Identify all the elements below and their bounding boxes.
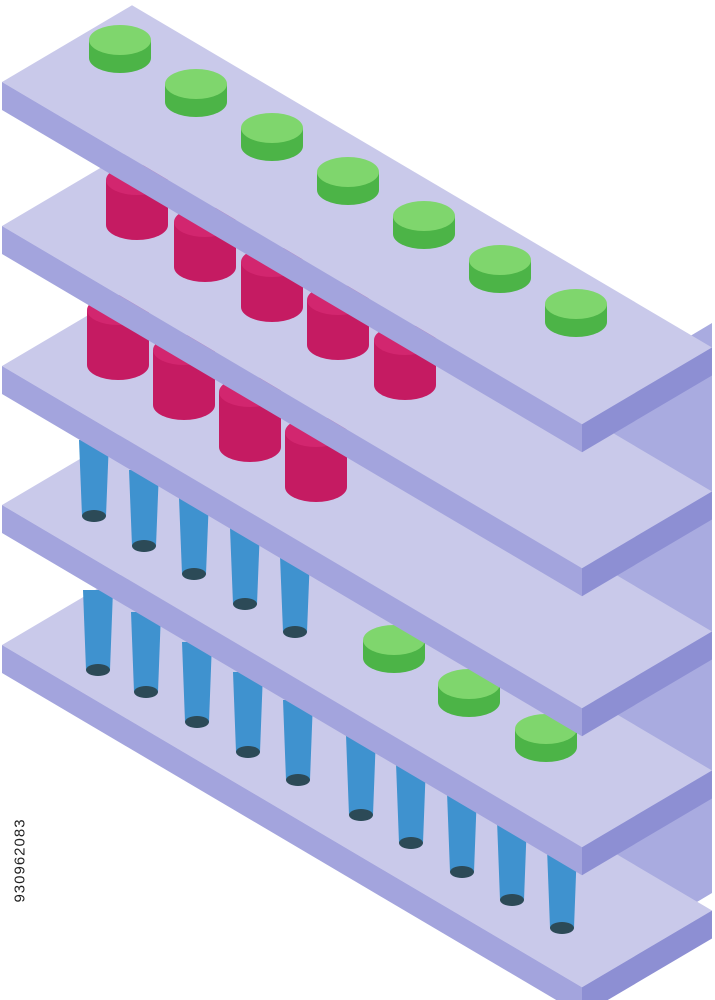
blue-tube-tip [233,598,257,610]
blue-tube-tip [185,716,209,728]
green-cap-top [545,289,607,319]
blue-tube-body [83,590,113,670]
green-cap-top [165,69,227,99]
blue-tube-body [447,792,477,872]
blue-tube-tip [236,746,260,758]
blue-tube [280,556,310,638]
shelf-front [2,226,582,597]
green-cap [241,113,303,161]
blue-tube-body [283,700,313,780]
blue-tube-tip [82,510,106,522]
shelf-front [2,645,582,1000]
green-cap-top [89,25,151,55]
blue-tube-tip [283,626,307,638]
stock-id: 930962083 [4,760,36,960]
blue-tube [346,735,376,821]
blue-tube [547,848,577,934]
green-cap [317,157,379,205]
blue-tube-tip [399,837,423,849]
blue-tube-body [179,498,209,574]
blue-tube [283,700,313,786]
blue-tube [447,792,477,878]
blue-tube-tip [550,922,574,934]
blue-tube-tip [500,894,524,906]
blue-tube [83,590,113,676]
blue-tube [233,672,263,758]
blue-tube-body [396,763,426,843]
blue-tube-body [79,440,109,516]
blue-tube-body [497,820,527,900]
blue-tube-tip [132,540,156,552]
blue-tube [182,642,212,728]
blue-tube-body [280,556,310,632]
blue-tube-tip [349,809,373,821]
shelf-front [2,505,582,876]
red-tube-body [219,392,281,462]
blue-tube-tip [286,774,310,786]
blue-tube-tip [182,568,206,580]
blue-tube [179,498,209,580]
shelf-side [582,910,712,1000]
blue-tube-tip [450,866,474,878]
blue-tube [79,440,109,522]
green-cap [545,289,607,337]
blue-tube-tip [86,664,110,676]
blue-tube [230,528,260,610]
green-cap [89,25,151,73]
red-tube-body [285,432,347,502]
blue-tube-body [346,735,376,815]
shelf-side [582,491,712,597]
blue-tube [131,612,161,698]
shelf-front [2,366,582,737]
blue-tube-body [131,612,161,692]
shelf-side [582,347,712,453]
shelf-side [582,631,712,737]
green-cap-top [317,157,379,187]
blue-tube-body [129,470,159,546]
shelf-side [582,770,712,876]
blue-tube [497,820,527,906]
green-cap [469,245,531,293]
green-cap-top [469,245,531,275]
blue-tube-body [182,642,212,722]
green-cap-top [393,201,455,231]
blue-tube [396,763,426,849]
blue-tube-body [547,848,577,928]
stock-id-text: 930962083 [11,817,29,903]
green-cap [165,69,227,117]
blue-tube-body [233,672,263,752]
shelf-front [2,82,582,453]
blue-tube-tip [134,686,158,698]
green-cap [393,201,455,249]
blue-tube-body [230,528,260,604]
blue-tube [129,470,159,552]
green-cap-top [241,113,303,143]
